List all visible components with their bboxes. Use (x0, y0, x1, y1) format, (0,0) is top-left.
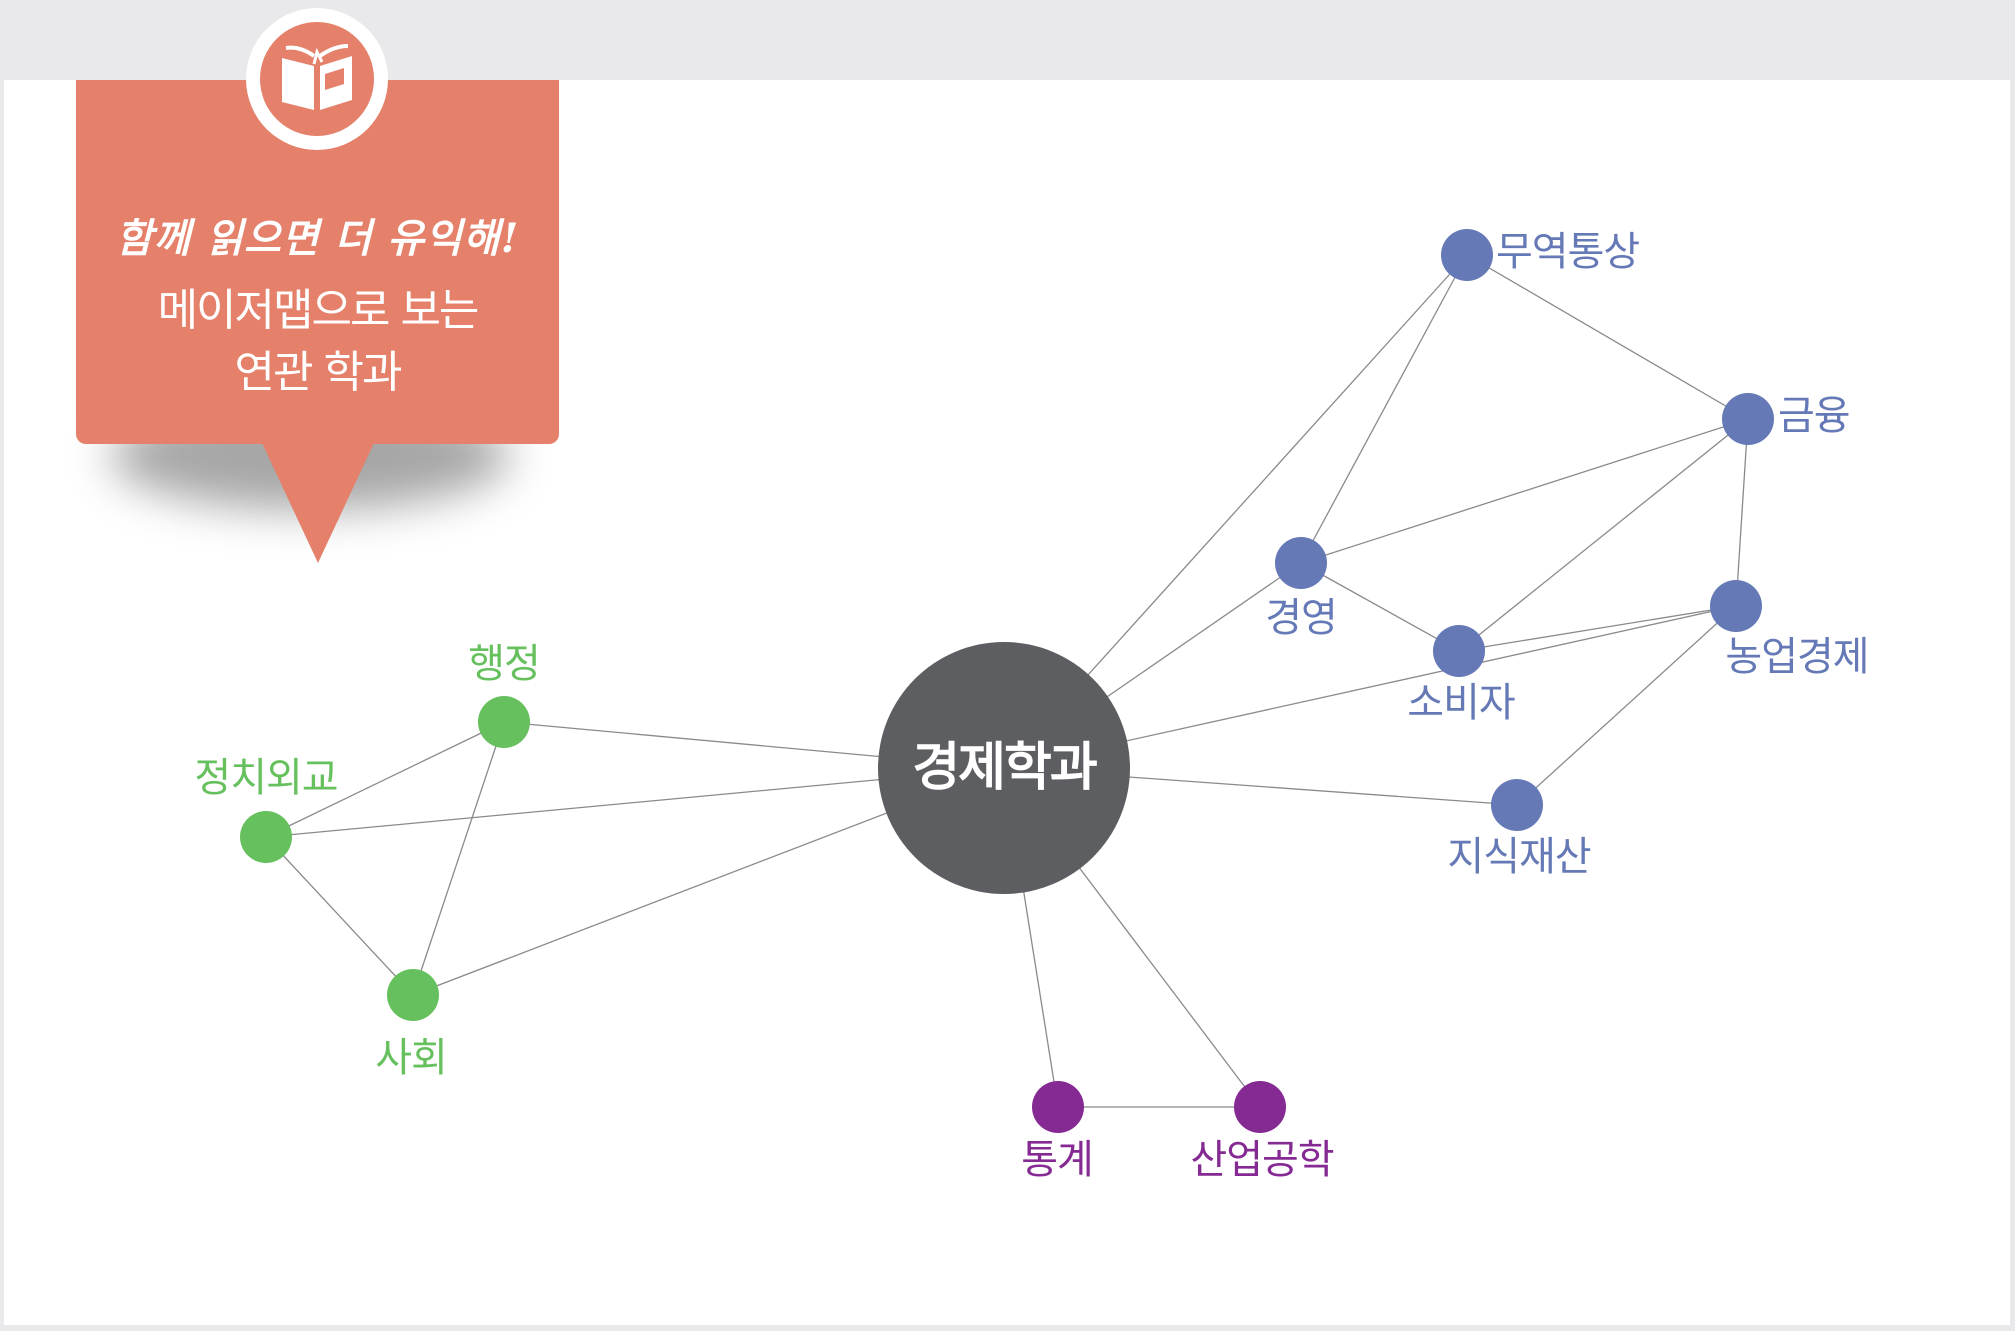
node-dot (478, 696, 530, 748)
node-dot (1032, 1081, 1084, 1133)
badge-circle (260, 22, 374, 136)
center-node-label: 경제학과 (912, 738, 1097, 798)
callout-badge (246, 8, 388, 150)
callout-tagline: 함께 읽으면 더 유익해! (115, 215, 520, 262)
center-node-circle (878, 642, 1130, 894)
node-label: 무역통상 (1496, 229, 1639, 275)
node-label: 산업공학 (1190, 1137, 1333, 1183)
node-sahoe[interactable]: 사회 (375, 969, 448, 1081)
edge-muyeok-geumyung (1466, 254, 1749, 420)
edge-geumyung-sobija (1458, 418, 1749, 652)
edge-jeongchi-sahoe (265, 836, 414, 996)
node-label: 경영 (1265, 595, 1337, 641)
edge-gyeongyeong-sobija (1300, 562, 1460, 652)
node-dot (1491, 779, 1543, 831)
node-dot (1722, 393, 1774, 445)
node-nongeop[interactable]: 농업경제 (1710, 580, 1870, 680)
node-label: 지식재산 (1447, 834, 1590, 880)
node-jisik[interactable]: 지식재산 (1447, 779, 1592, 880)
edge-geumyung-gyeongyeong (1300, 418, 1749, 564)
node-muyeok[interactable]: 무역통상 (1441, 229, 1640, 281)
edge-geumyung-nongeop (1735, 418, 1749, 607)
node-haengjeong[interactable]: 행정 (468, 641, 541, 748)
node-tonggye[interactable]: 통계 (1021, 1081, 1094, 1183)
callout-title-line-2: 연관 학과 (234, 347, 403, 398)
node-dot (387, 969, 439, 1021)
node-label: 소비자 (1407, 680, 1515, 726)
callout-pointer (262, 443, 374, 563)
center-node[interactable]: 경제학과 (878, 642, 1130, 894)
node-sobija[interactable]: 소비자 (1407, 625, 1516, 726)
node-gyeongyeong[interactable]: 경영 (1265, 537, 1338, 641)
edge-sobija-nongeop (1458, 605, 1737, 652)
node-dot (1234, 1081, 1286, 1133)
callout-title: 메이저맵으로 보는 연관 학과 (76, 280, 559, 404)
callout-title-line-1: 메이저맵으로 보는 (157, 285, 480, 336)
edge-haengjeong-jeongchi (265, 721, 505, 838)
node-saneop[interactable]: 산업공학 (1190, 1081, 1335, 1183)
node-label: 사회 (375, 1035, 447, 1081)
node-dot (1275, 537, 1327, 589)
node-label: 농업경제 (1725, 634, 1868, 680)
node-dot (240, 811, 292, 863)
edge-haengjeong-sahoe (412, 721, 505, 996)
edge-muyeok-gyeongyeong (1300, 254, 1468, 564)
node-label: 정치외교 (194, 755, 337, 801)
node-geumyung[interactable]: 금융 (1722, 393, 1851, 445)
open-book-icon (282, 44, 352, 110)
node-label: 금융 (1778, 393, 1850, 439)
node-jeongchi[interactable]: 정치외교 (194, 755, 339, 863)
node-dot (1441, 229, 1493, 281)
node-label: 행정 (468, 641, 540, 687)
node-dot (1710, 580, 1762, 632)
node-dot (1433, 625, 1485, 677)
edge-nongeop-jisik (1516, 605, 1737, 806)
node-label: 통계 (1021, 1137, 1093, 1183)
